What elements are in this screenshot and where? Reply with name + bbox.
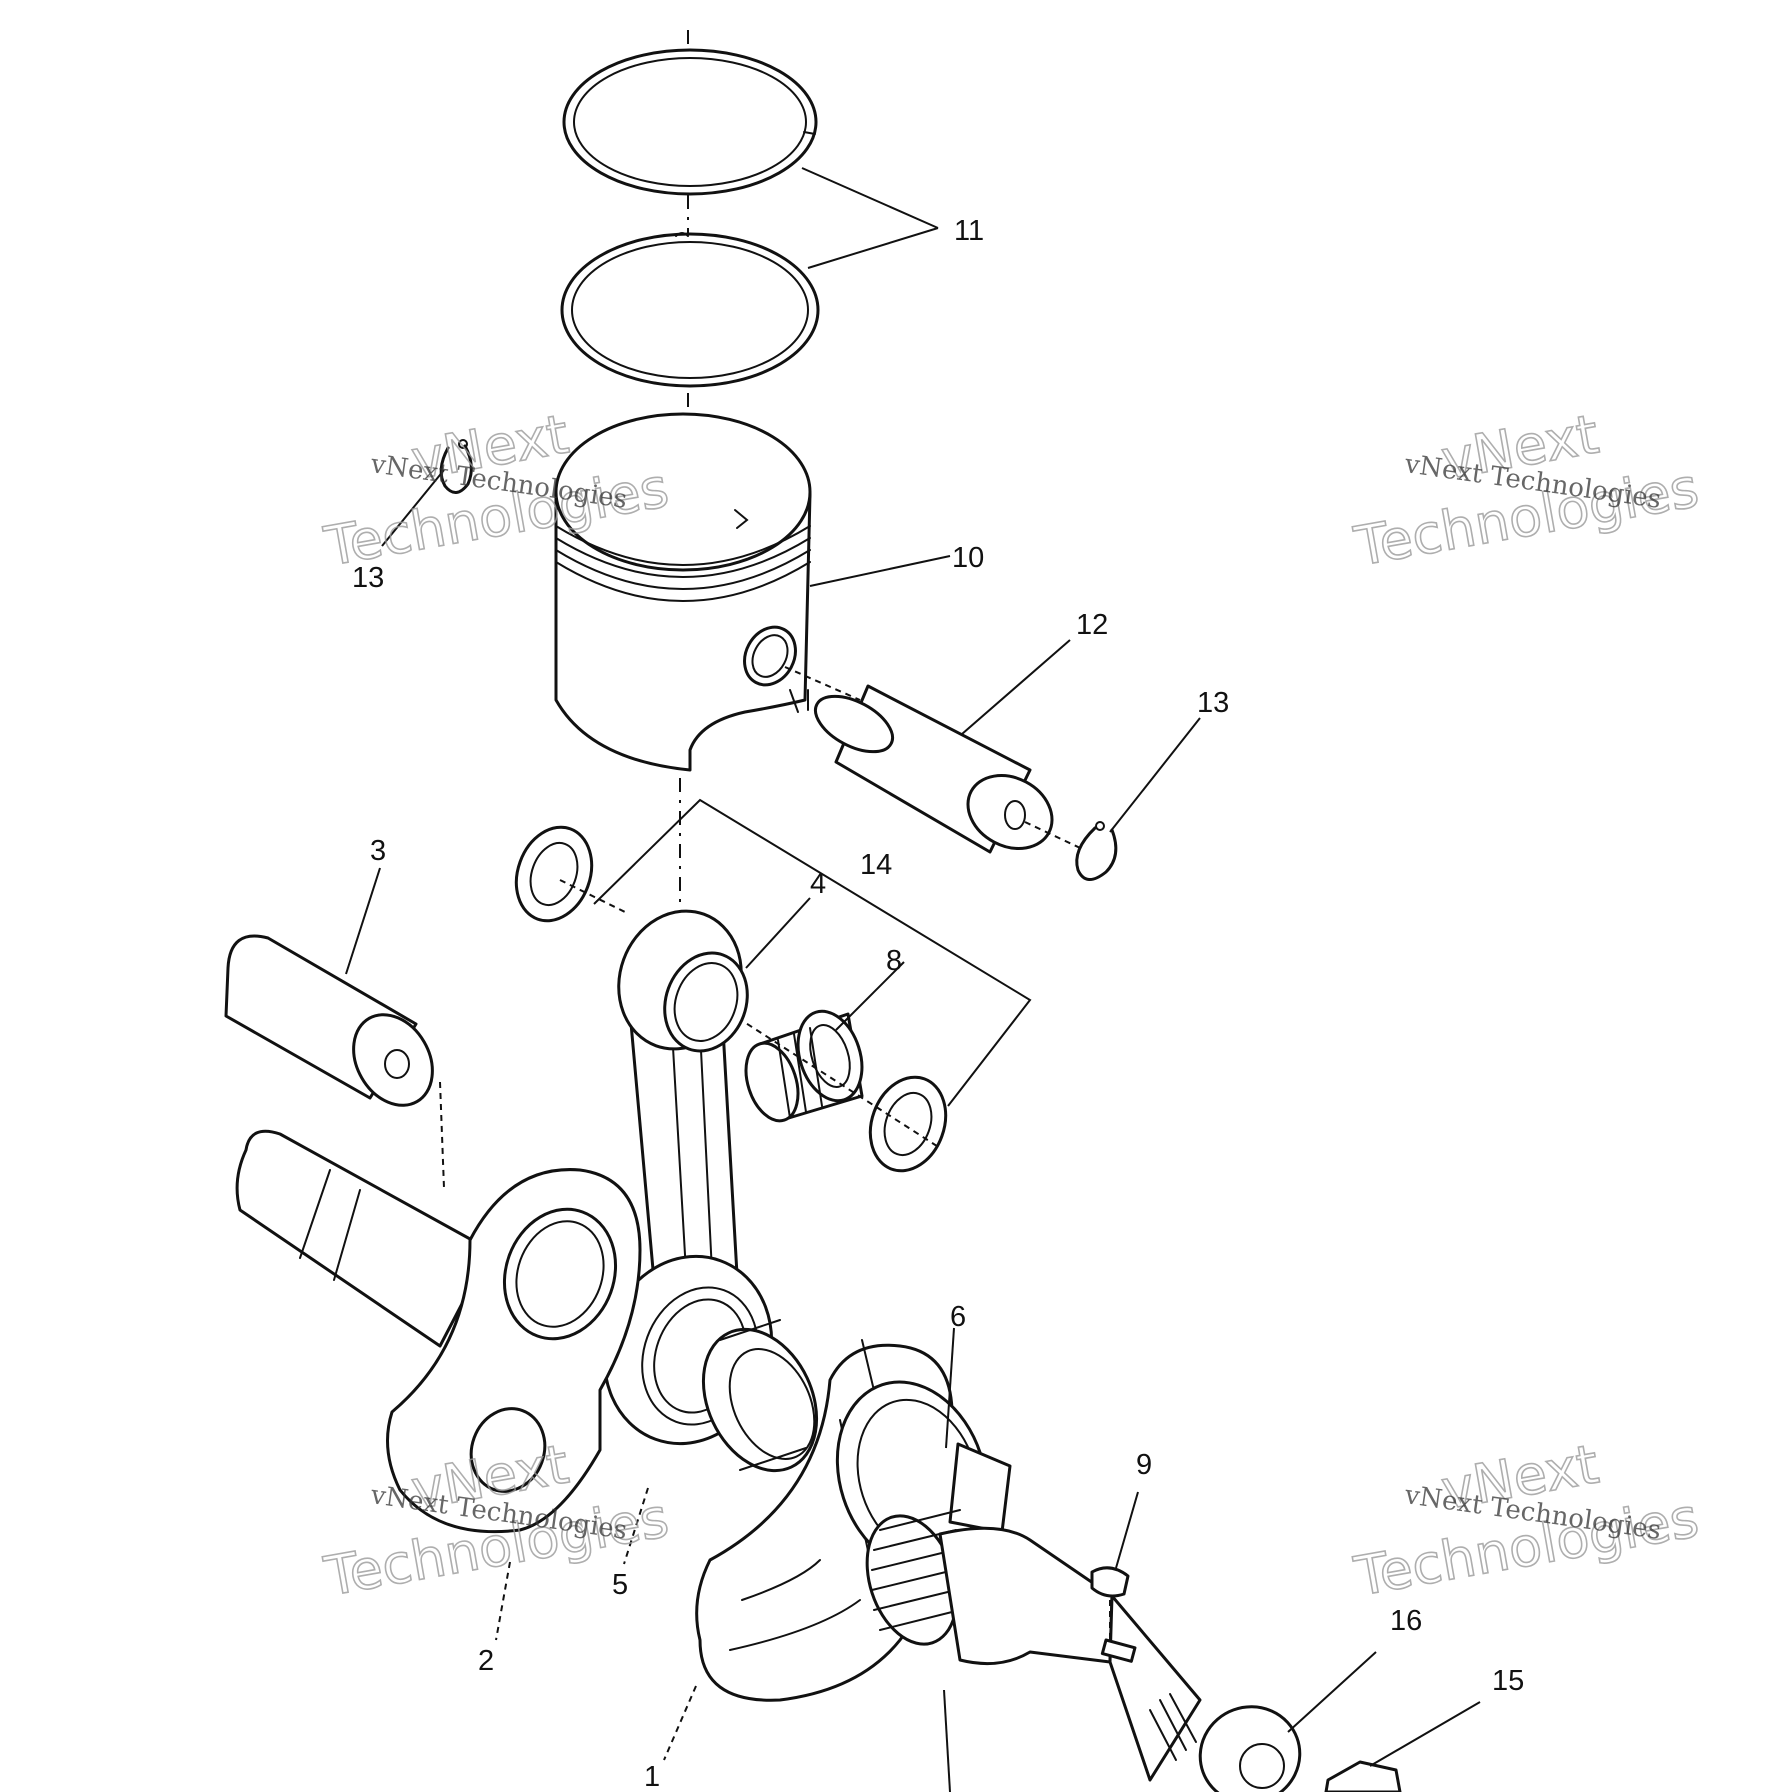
callout-2: 2	[478, 1645, 494, 1677]
piston-pin	[814, 684, 1054, 854]
callout-9: 9	[1136, 1449, 1152, 1481]
leader-lines	[345, 167, 1481, 1792]
piston	[554, 412, 812, 772]
callout-11: 11	[954, 215, 984, 247]
crankshaft-left-half	[235, 1129, 642, 1534]
crank-pin-axis-line	[439, 1081, 445, 1189]
washer-axis-line	[559, 879, 626, 913]
callout-5: 5	[612, 1569, 628, 1601]
piston-ring-lower	[560, 232, 820, 388]
callout-13-left: 13	[352, 562, 384, 594]
callout-3: 3	[370, 835, 386, 867]
circlip-left	[439, 439, 473, 494]
callout-12: 12	[1076, 609, 1108, 641]
pin-axis-line	[784, 666, 861, 701]
callout-10: 10	[952, 542, 984, 574]
woodruff-key	[1090, 1566, 1130, 1598]
thrust-washer-upper	[514, 825, 594, 923]
callout-6: 6	[950, 1301, 966, 1333]
output-shaft	[938, 1526, 1202, 1782]
rod-pin-axis-line	[709, 999, 941, 1149]
callout-14: 14	[860, 849, 892, 881]
callout-15: 15	[1492, 1665, 1524, 1697]
lock-washer	[1198, 1705, 1302, 1792]
callout-16: 16	[1390, 1605, 1422, 1637]
callout-4: 4	[810, 868, 826, 900]
shaft-nut	[1324, 1760, 1402, 1792]
circlip-right	[1075, 821, 1118, 881]
main-bearing-left	[701, 1319, 819, 1473]
callout-13-right: 13	[1197, 687, 1229, 719]
needle-bearing	[744, 1009, 864, 1123]
thrust-washer-lower	[868, 1075, 948, 1173]
callout-1: 1	[644, 1761, 660, 1792]
callout-8: 8	[886, 945, 902, 977]
piston-ring-upper	[562, 48, 818, 196]
crank-pin	[224, 934, 434, 1107]
